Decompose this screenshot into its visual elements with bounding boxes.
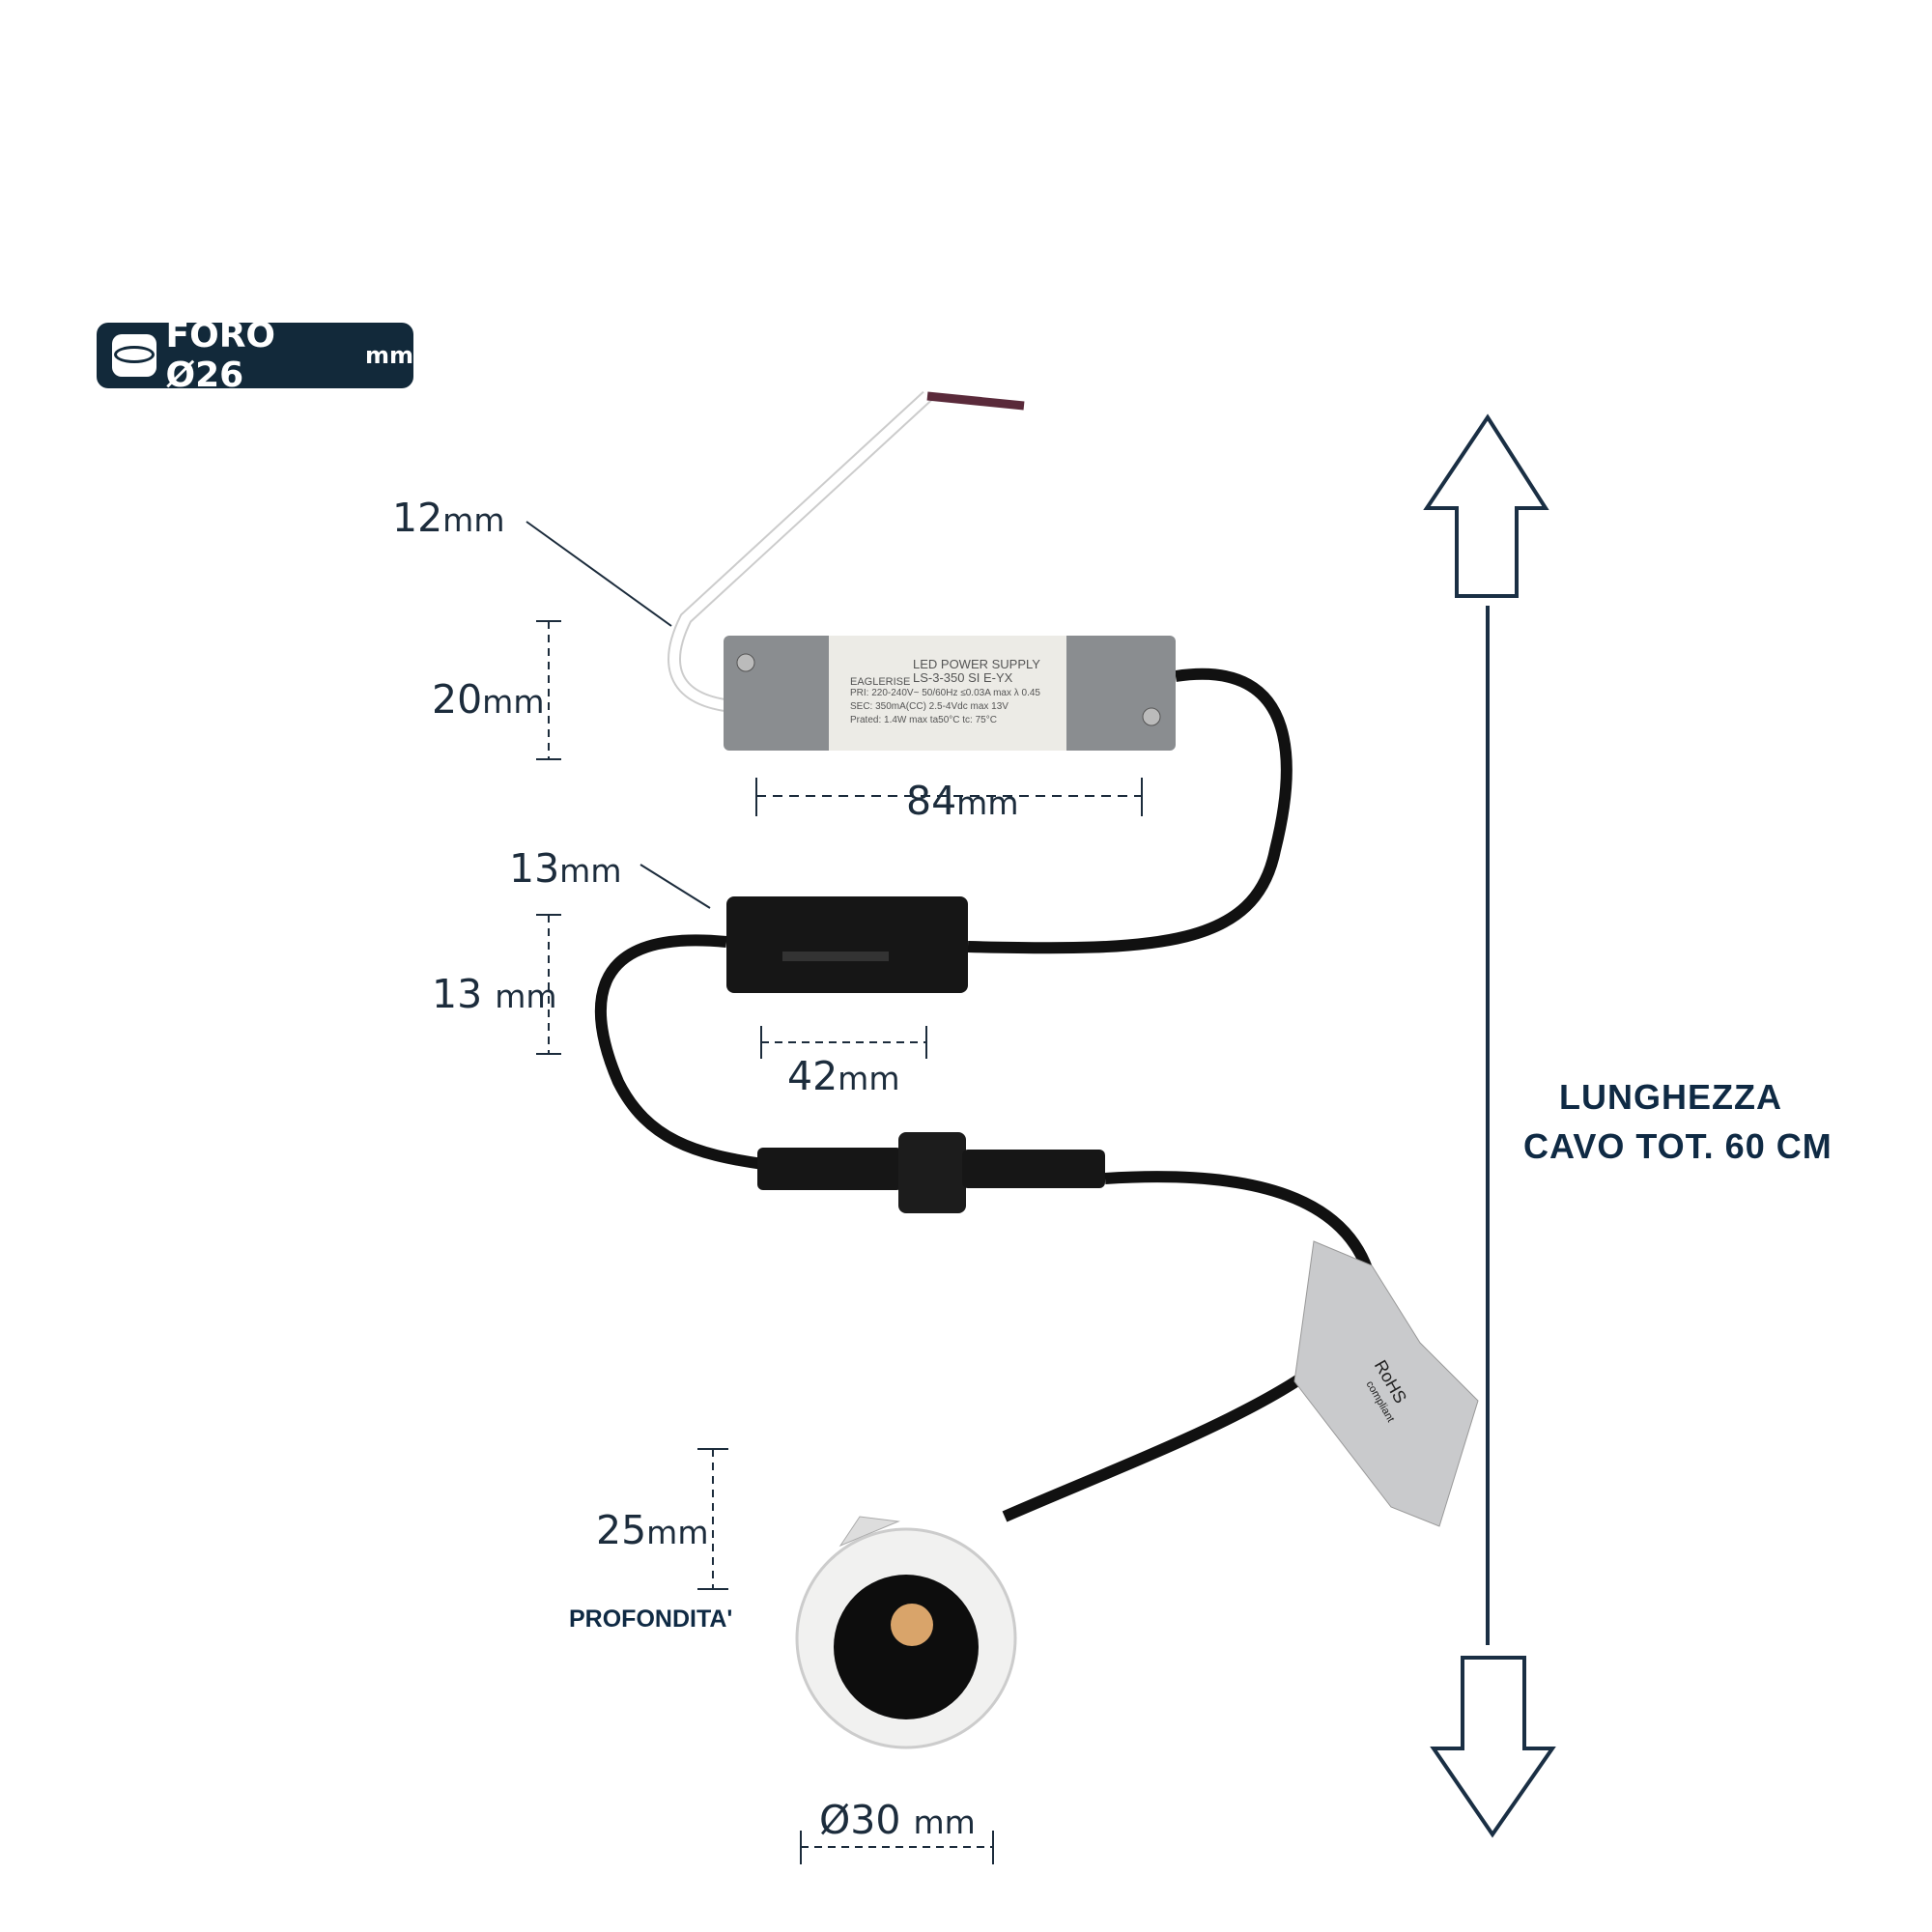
badge-label: FORO Ø26 <box>165 316 276 395</box>
dim-switch-length: 42mm <box>787 1053 900 1099</box>
inline-switch <box>726 896 968 993</box>
depth-caption: PROFONDITA' <box>569 1605 733 1633</box>
dim-diameter: Ø30 mm <box>819 1797 976 1843</box>
driver-title: LED POWER SUPPLY <box>913 657 1040 671</box>
cable-length-arrow <box>1423 413 1556 1838</box>
badge-unit: mm <box>364 342 413 369</box>
dim-cable-thickness: 12mm <box>392 495 505 541</box>
driver-rated: Prated: 1.4W max ta50°C tc: 75°C <box>850 715 997 725</box>
spotlight <box>795 1516 1017 1749</box>
dim-depth: 25mm <box>596 1507 709 1553</box>
dimension-lines <box>526 521 1143 1864</box>
hole-icon <box>112 334 156 377</box>
led-driver <box>724 636 1176 751</box>
waterproof-connector <box>757 1132 1105 1213</box>
dim-driver-length: 84mm <box>906 778 1019 824</box>
cable-length-line1: LUNGHEZZA <box>1559 1077 1782 1117</box>
driver-brand: EAGLERISE <box>850 676 911 688</box>
cable-switch-connector <box>594 934 764 1170</box>
dim-switch-height: 13 mm <box>432 971 557 1017</box>
hole-size-badge: FORO Ø26 mm <box>97 316 413 395</box>
dim-switch-thickness: 13mm <box>509 845 622 892</box>
driver-pri: PRI: 220-240V~ 50/60Hz ≤0.03A max λ 0.45 <box>850 688 1040 698</box>
driver-model: LS-3-350 SI E-YX <box>913 670 1013 685</box>
dim-driver-height: 20mm <box>432 676 545 723</box>
driver-sec: SEC: 350mA(CC) 2.5-4Vdc max 13V <box>850 701 1009 712</box>
rohs-tag <box>1293 1240 1479 1527</box>
cable-driver-switch <box>967 668 1293 954</box>
cable-length-line2: CAVO TOT. 60 CM <box>1523 1126 1833 1166</box>
